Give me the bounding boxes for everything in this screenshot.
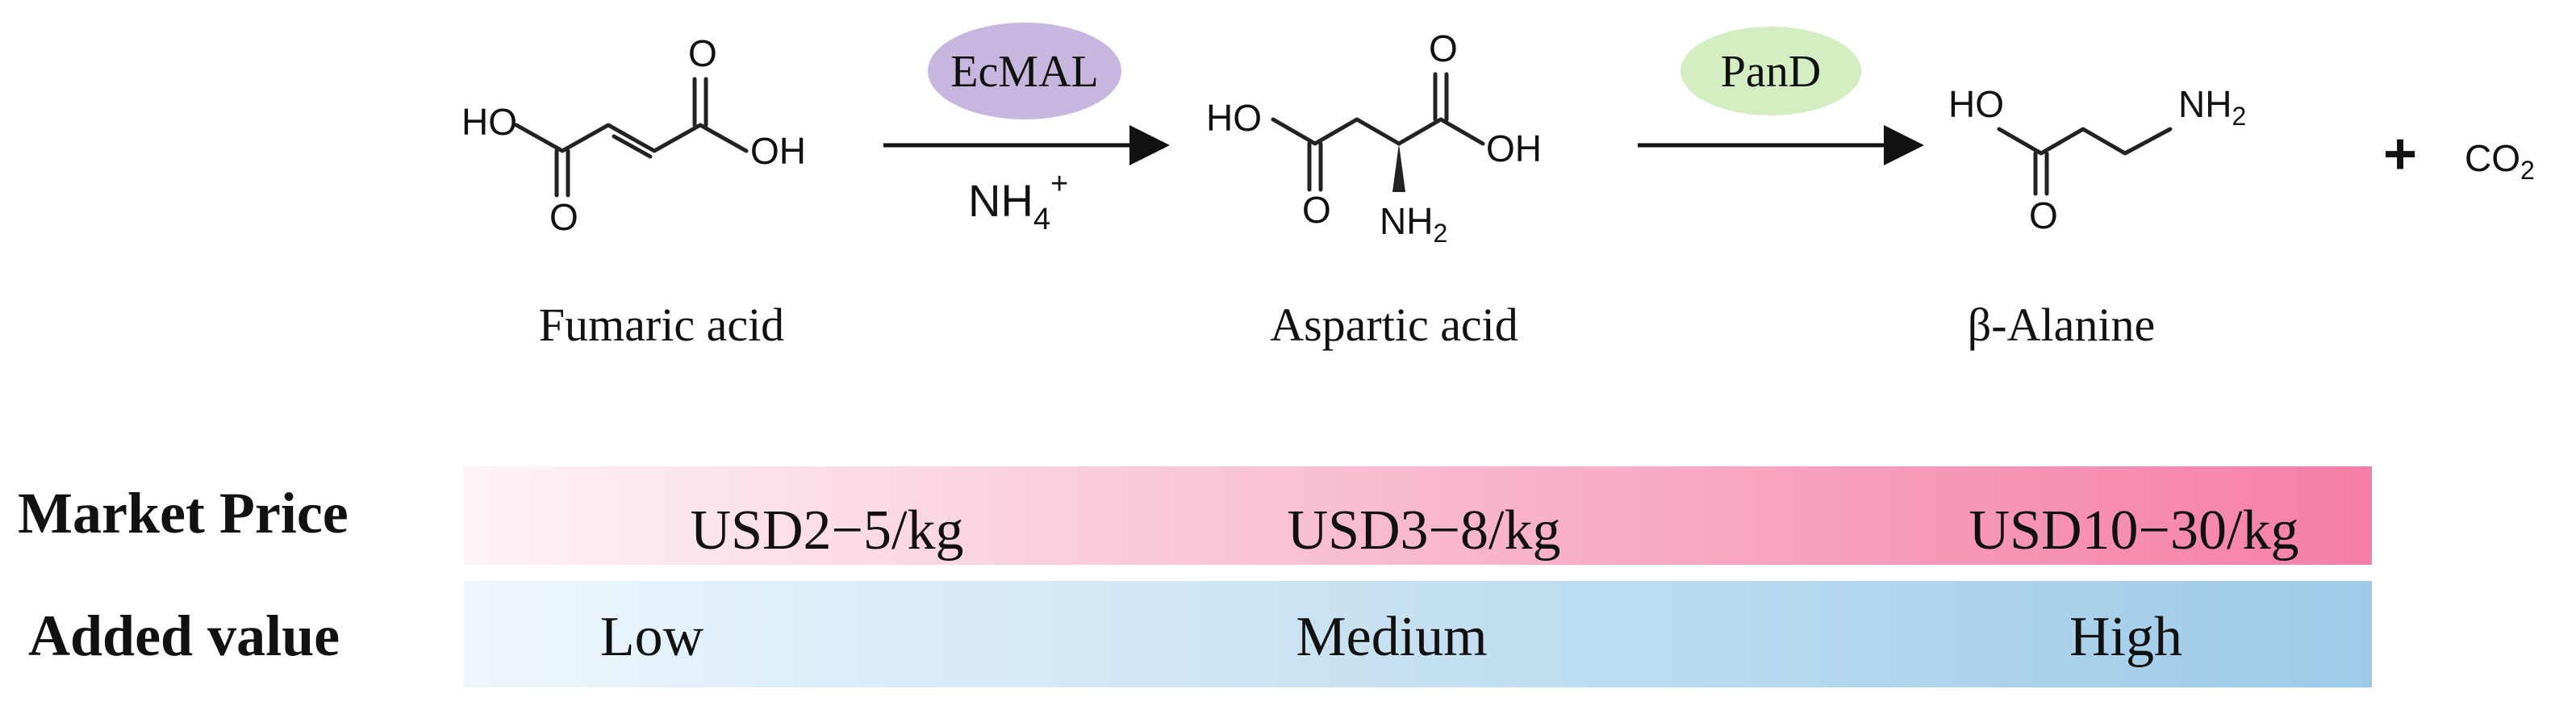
alanine-o-bottom-label: O <box>2029 194 2058 236</box>
aspartic-acid-structure: HO OH O O NH2 <box>1206 27 1542 248</box>
aspartic-oh-label: OH <box>1486 127 1542 169</box>
added-value-label: Added value <box>28 604 340 668</box>
reaction-step-2: PanD <box>1638 27 1924 165</box>
aspartic-acid-name: Aspartic acid <box>1270 299 1518 351</box>
market-price-bar <box>464 466 2372 565</box>
market-price-value-medium: USD3−8/kg <box>1288 499 1561 562</box>
alanine-ho-label: HO <box>1948 83 2004 125</box>
reaction-step-1: EcMAL NH4+ <box>883 23 1170 236</box>
aspartic-nh2-label: NH2 <box>1380 200 1447 248</box>
fumaric-acid-name: Fumaric acid <box>539 299 784 351</box>
fumaric-o-top-label: O <box>688 32 717 74</box>
alanine-nh2-label: NH2 <box>2178 83 2246 131</box>
ammonium-cofactor-label: NH4+ <box>968 167 1068 236</box>
ecmal-enzyme-ellipse <box>928 23 1121 119</box>
fumaric-ho-label: HO <box>461 101 517 143</box>
plus-sign: + <box>2383 122 2417 186</box>
market-price-label: Market Price <box>18 481 349 545</box>
added-value-bar <box>464 581 2372 687</box>
fumaric-oh-label: OH <box>750 130 806 172</box>
beta-alanine-name: β-Alanine <box>1968 299 2155 351</box>
fumaric-o-bottom-label: O <box>549 196 578 238</box>
added-value-low: Low <box>600 606 704 668</box>
added-value-medium: Medium <box>1296 606 1487 668</box>
aspartic-ho-label: HO <box>1206 97 1262 139</box>
aspartic-o-top-label: O <box>1429 27 1458 69</box>
wedge-bond <box>1392 144 1405 192</box>
market-price-value-low: USD2−5/kg <box>691 499 964 562</box>
co2-label: CO2 <box>2465 137 2535 185</box>
added-value-high: High <box>2069 606 2182 668</box>
market-price-value-high: USD10−30/kg <box>1969 499 2299 562</box>
beta-alanine-structure: HO O NH2 <box>1948 83 2246 236</box>
fumaric-acid-structure: HO OH O O <box>461 32 806 238</box>
pand-enzyme-ellipse <box>1680 27 1861 115</box>
aspartic-o-bottom-label: O <box>1302 189 1331 231</box>
ecmal-enzyme-label: EcMAL <box>950 47 1099 97</box>
pand-enzyme-label: PanD <box>1721 47 1821 97</box>
